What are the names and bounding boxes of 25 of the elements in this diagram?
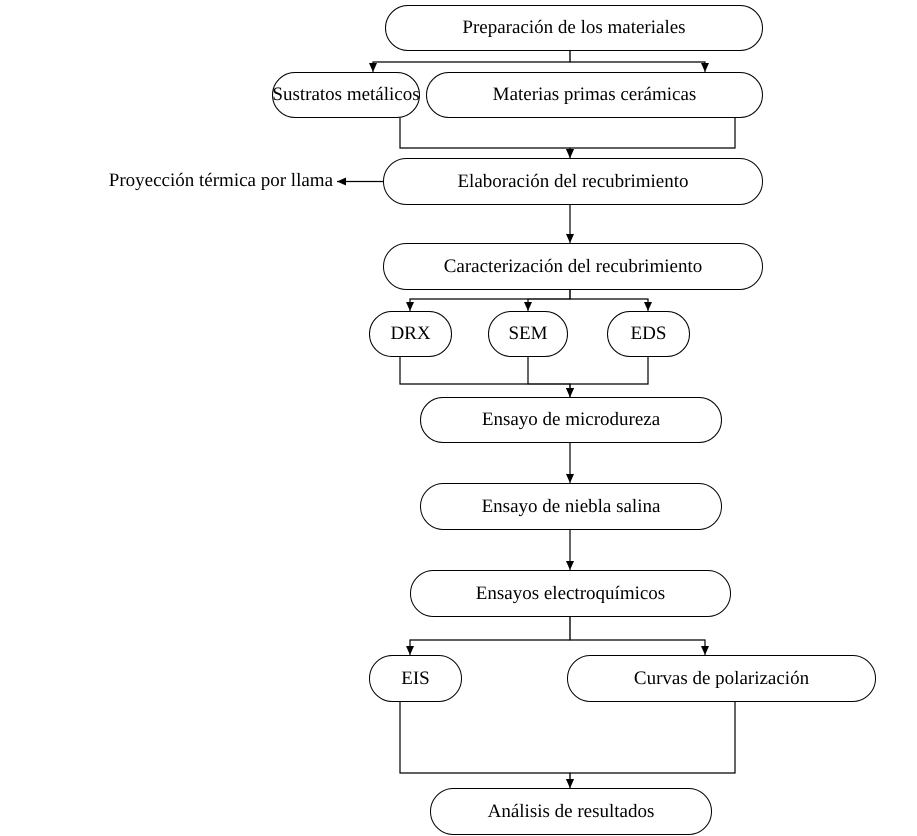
- process-box: Ensayo de microdureza: [420, 397, 722, 443]
- arrow: [337, 178, 383, 186]
- process-box: EIS: [369, 655, 462, 702]
- arrow: [566, 205, 574, 243]
- arrow: [569, 51, 709, 72]
- process-box: Caracterización del recubrimiento: [383, 243, 763, 290]
- arrow: [566, 443, 574, 483]
- process-box: Análisis de resultados: [430, 788, 712, 835]
- arrow: [566, 530, 574, 570]
- process-box: EDS: [607, 311, 690, 357]
- arrow: [566, 702, 736, 788]
- process-box: Sustratos metálicos: [272, 72, 420, 118]
- process-box: Ensayo de niebla salina: [420, 483, 722, 530]
- process-box: Elaboración del recubrimiento: [383, 158, 763, 205]
- process-box: Preparación de los materiales: [385, 5, 763, 51]
- arrow: [566, 118, 736, 158]
- text-label: Proyección térmica por llama: [5, 166, 333, 196]
- arrow: [569, 290, 652, 311]
- arrow: [566, 357, 649, 397]
- process-box: Materias primas cerámicas: [426, 72, 763, 118]
- process-box: Curvas de polarización: [567, 655, 876, 702]
- process-box: Ensayos electroquímicos: [410, 570, 731, 617]
- arrow: [569, 617, 709, 655]
- process-box: DRX: [369, 311, 452, 357]
- process-box: SEM: [488, 311, 568, 357]
